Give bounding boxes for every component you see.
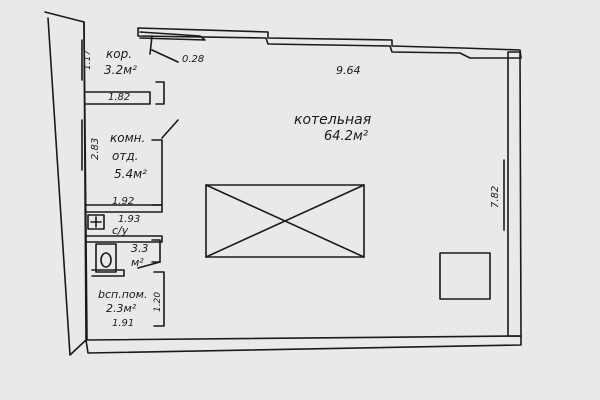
left-outer-wall-inner-line xyxy=(83,21,88,341)
dimension-9-64: 9.64 xyxy=(336,64,361,77)
left-outer-wall xyxy=(44,11,87,356)
equipment-square xyxy=(439,252,491,300)
corridor-area: 3.2м² xyxy=(104,63,137,77)
sink-cross xyxy=(90,216,102,228)
wc-name: с/у xyxy=(112,224,129,237)
room-section-bottom-wall xyxy=(85,204,163,213)
dimension-2-83: 2.83 xyxy=(90,138,101,160)
right-outer-wall xyxy=(507,51,522,337)
wc-door-leaf xyxy=(137,261,161,269)
room-section-door-leaf xyxy=(161,119,179,139)
auxiliary-right-wall xyxy=(153,271,165,327)
dimension-1-17: 1.17 xyxy=(83,50,93,70)
boiler-room-name: котельная xyxy=(294,112,371,128)
boiler-unit xyxy=(205,184,365,258)
room-section-name-line2: отд. xyxy=(112,149,138,163)
auxiliary-name: bсп.пом. xyxy=(98,288,147,301)
dimension-1-82: 1.82 xyxy=(108,92,130,103)
wc-bottom-wall xyxy=(85,235,163,243)
toilet-tank xyxy=(95,243,117,273)
sink-fixture xyxy=(87,214,105,230)
bottom-outer-wall xyxy=(85,335,522,354)
corridor-name: кор. xyxy=(106,47,132,61)
boiler-room-area: 64.2м² xyxy=(324,129,368,144)
top-outer-wall xyxy=(137,27,522,59)
corridor-wall-stub xyxy=(155,81,165,105)
dimension-7-82: 7.82 xyxy=(490,186,501,208)
top-wall-segment-left xyxy=(139,31,206,41)
dimension-1-93: 1.93 xyxy=(118,214,140,225)
room-section-name-line1: комн. xyxy=(110,131,145,145)
auxiliary-area: 2.3м² xyxy=(106,302,137,315)
wc-right-wall xyxy=(151,239,161,263)
dimension-1-20: 1.20 xyxy=(153,292,163,312)
room-section-area: 5.4м² xyxy=(114,167,147,181)
wc-area-line2: м² xyxy=(131,256,144,269)
dimension-1-92: 1.92 xyxy=(112,196,134,207)
toilet-bowl xyxy=(100,252,112,268)
auxiliary-top-wall xyxy=(91,269,125,277)
wc-area-line1: 3.3 xyxy=(131,242,149,255)
dimension-0-28: 0.28 xyxy=(182,54,204,65)
dimension-1-91: 1.91 xyxy=(112,318,134,329)
corridor-partition xyxy=(85,91,151,105)
corridor-door-swing xyxy=(149,35,179,63)
room-section-right-wall xyxy=(151,139,163,206)
